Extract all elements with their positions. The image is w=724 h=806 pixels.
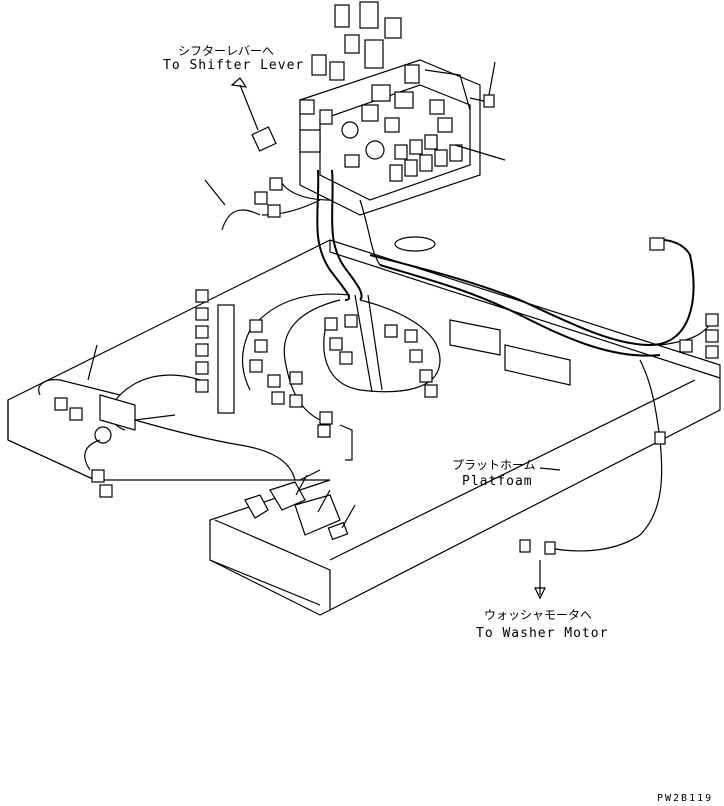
left-branch [38, 374, 296, 498]
harness-trunk [221, 126, 719, 555]
junction-area [195, 289, 571, 461]
washer-label-en: To Washer Motor [476, 626, 609, 641]
platform-label-jp: プラットホーム [452, 458, 536, 472]
shifter-label-jp: シフターレバーへ [178, 44, 275, 58]
lower-components [244, 469, 349, 541]
shifter-label-en: To Shifter Lever [163, 58, 305, 73]
washer-label-jp: ウォッシャモータへ [484, 608, 593, 622]
drawing-code: PW2B119 [657, 793, 714, 804]
platform-slab [7, 236, 721, 616]
leader-lines [87, 77, 561, 600]
control-box [299, 1, 506, 216]
platform-label-en: Platfoam [462, 474, 533, 489]
